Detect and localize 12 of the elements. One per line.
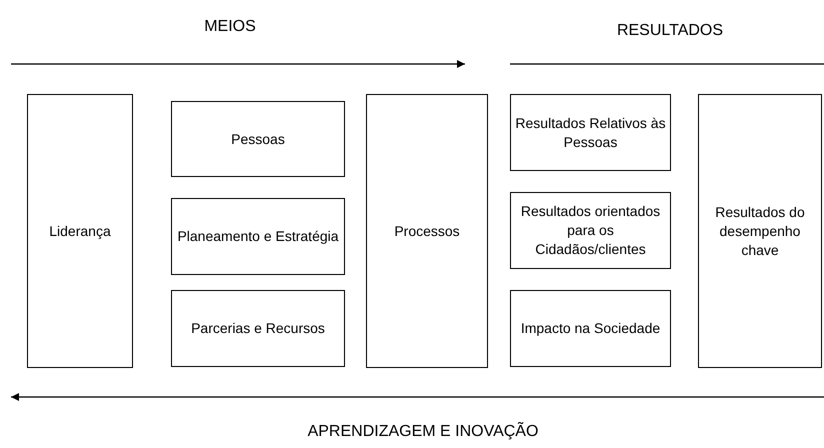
category-box: Parcerias e Recursos xyxy=(171,290,345,367)
category-box: Processos xyxy=(366,94,488,368)
category-box: Impacto na Sociedade xyxy=(510,290,671,367)
section-heading: RESULTADOS xyxy=(616,22,724,40)
category-box: Resultados do desempenho chave xyxy=(698,94,822,368)
category-box: Planeamento e Estratégia xyxy=(171,198,345,275)
category-box: Resultados orientados para os Cidadãos/clientes xyxy=(510,192,671,269)
category-box: Resultados Relativos às Pessoas xyxy=(510,94,671,171)
section-heading: MEIOS xyxy=(204,18,256,36)
category-box: Pessoas xyxy=(171,101,345,177)
section-heading: APRENDIZAGEM E INOVAÇÃO xyxy=(308,423,538,441)
category-box: Liderança xyxy=(27,94,133,368)
